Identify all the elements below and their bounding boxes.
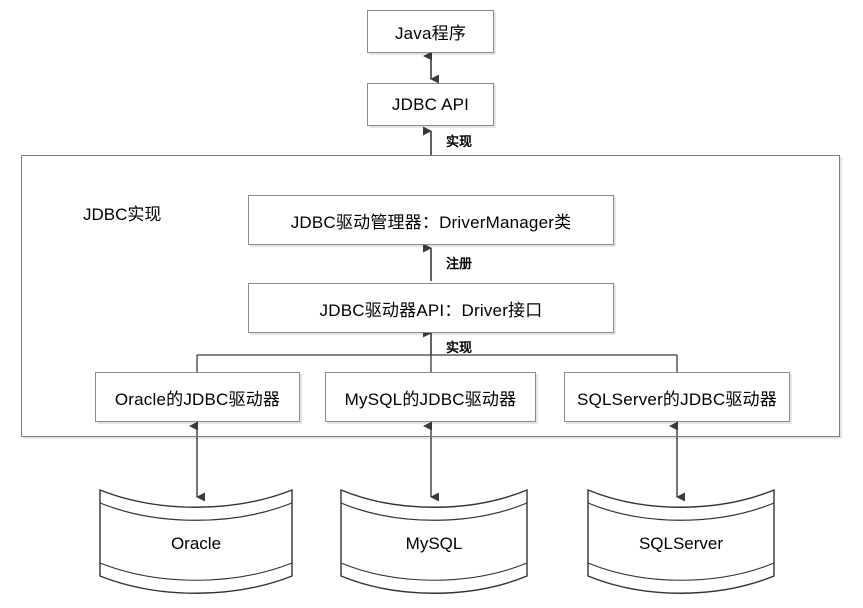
database-label-sqlserver: SQLServer [638,534,724,553]
jdbc-implementation-frame [21,155,840,437]
database-label-mysql: MySQL [405,534,463,553]
node-jdbc-api[interactable]: JDBC API [367,83,494,126]
edge-label-implements-drivers: 实现 [446,340,473,355]
node-mysql-driver-label: MySQL的JDBC驱动器 [344,389,517,409]
node-jdbc-api-label: JDBC API [391,94,470,114]
edge-label-register: 注册 [446,256,473,271]
database-cylinder-oracle[interactable] [98,487,294,597]
jdbc-implementation-title: JDBC实现 [83,205,162,224]
node-oracle-driver-label: Oracle的JDBC驱动器 [114,389,281,409]
node-java-program[interactable]: Java程序 [367,10,494,53]
node-mysql-driver[interactable]: MySQL的JDBC驱动器 [325,372,536,422]
database-label-oracle: Oracle [170,534,222,553]
node-oracle-driver[interactable]: Oracle的JDBC驱动器 [95,372,300,422]
database-cylinder-mysql[interactable] [339,487,529,597]
edge-drivers-to-driverapi [196,328,678,372]
node-sqlserver-driver[interactable]: SQLServer的JDBC驱动器 [564,372,790,422]
node-driver-manager[interactable]: JDBC驱动管理器：DriverManager类 [248,195,614,245]
node-driver-api-label: JDBC驱动器API：Driver接口 [319,300,543,320]
node-sqlserver-driver-label: SQLServer的JDBC驱动器 [577,389,777,409]
node-driver-api[interactable]: JDBC驱动器API：Driver接口 [248,283,614,333]
node-java-program-label: Java程序 [394,24,467,43]
node-driver-manager-label: JDBC驱动管理器：DriverManager类 [290,212,572,232]
database-cylinder-sqlserver[interactable] [586,487,776,597]
edge-label-implements-top: 实现 [446,134,473,149]
